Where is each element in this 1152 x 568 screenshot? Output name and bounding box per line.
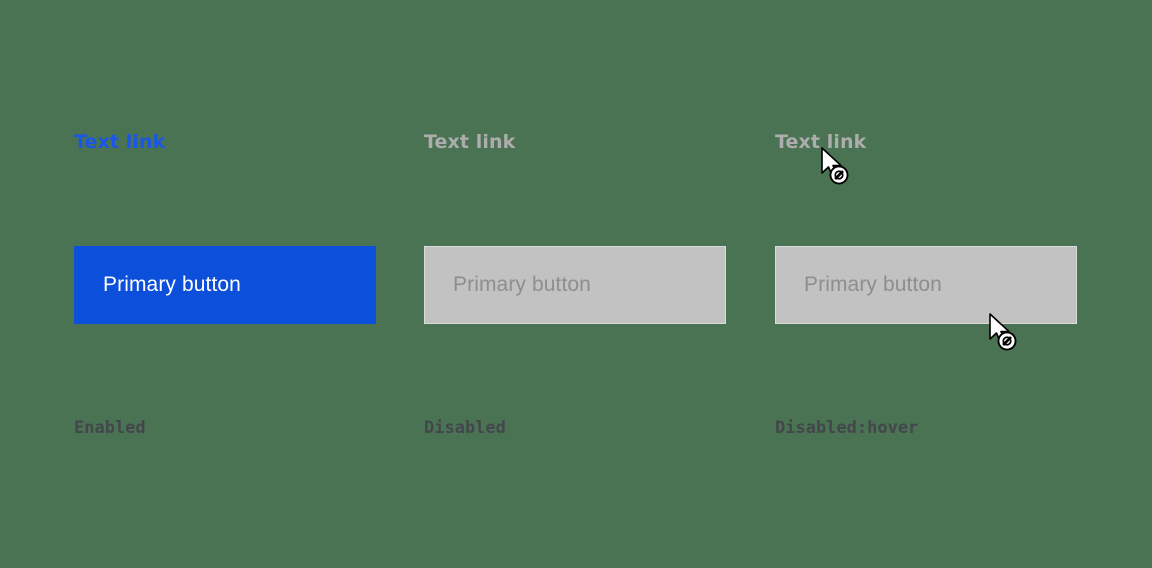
primary-button-disabled-hover: Primary button bbox=[775, 246, 1077, 324]
primary-button-enabled[interactable]: Primary button bbox=[74, 246, 376, 324]
primary-button-disabled: Primary button bbox=[424, 246, 726, 324]
state-column-enabled: Text link Primary button Enabled bbox=[74, 0, 424, 568]
state-label-enabled: Enabled bbox=[74, 418, 146, 438]
state-label-disabled-hover: Disabled:hover bbox=[775, 418, 919, 438]
state-label-disabled: Disabled bbox=[424, 418, 506, 438]
text-link-enabled[interactable]: Text link bbox=[74, 131, 166, 153]
text-link-disabled-hover: Text link bbox=[775, 131, 867, 153]
state-column-disabled: Text link Primary button Disabled bbox=[424, 0, 774, 568]
text-link-disabled: Text link bbox=[424, 131, 516, 153]
state-column-disabled-hover: Text link Primary button Disabled:hover bbox=[775, 0, 1125, 568]
